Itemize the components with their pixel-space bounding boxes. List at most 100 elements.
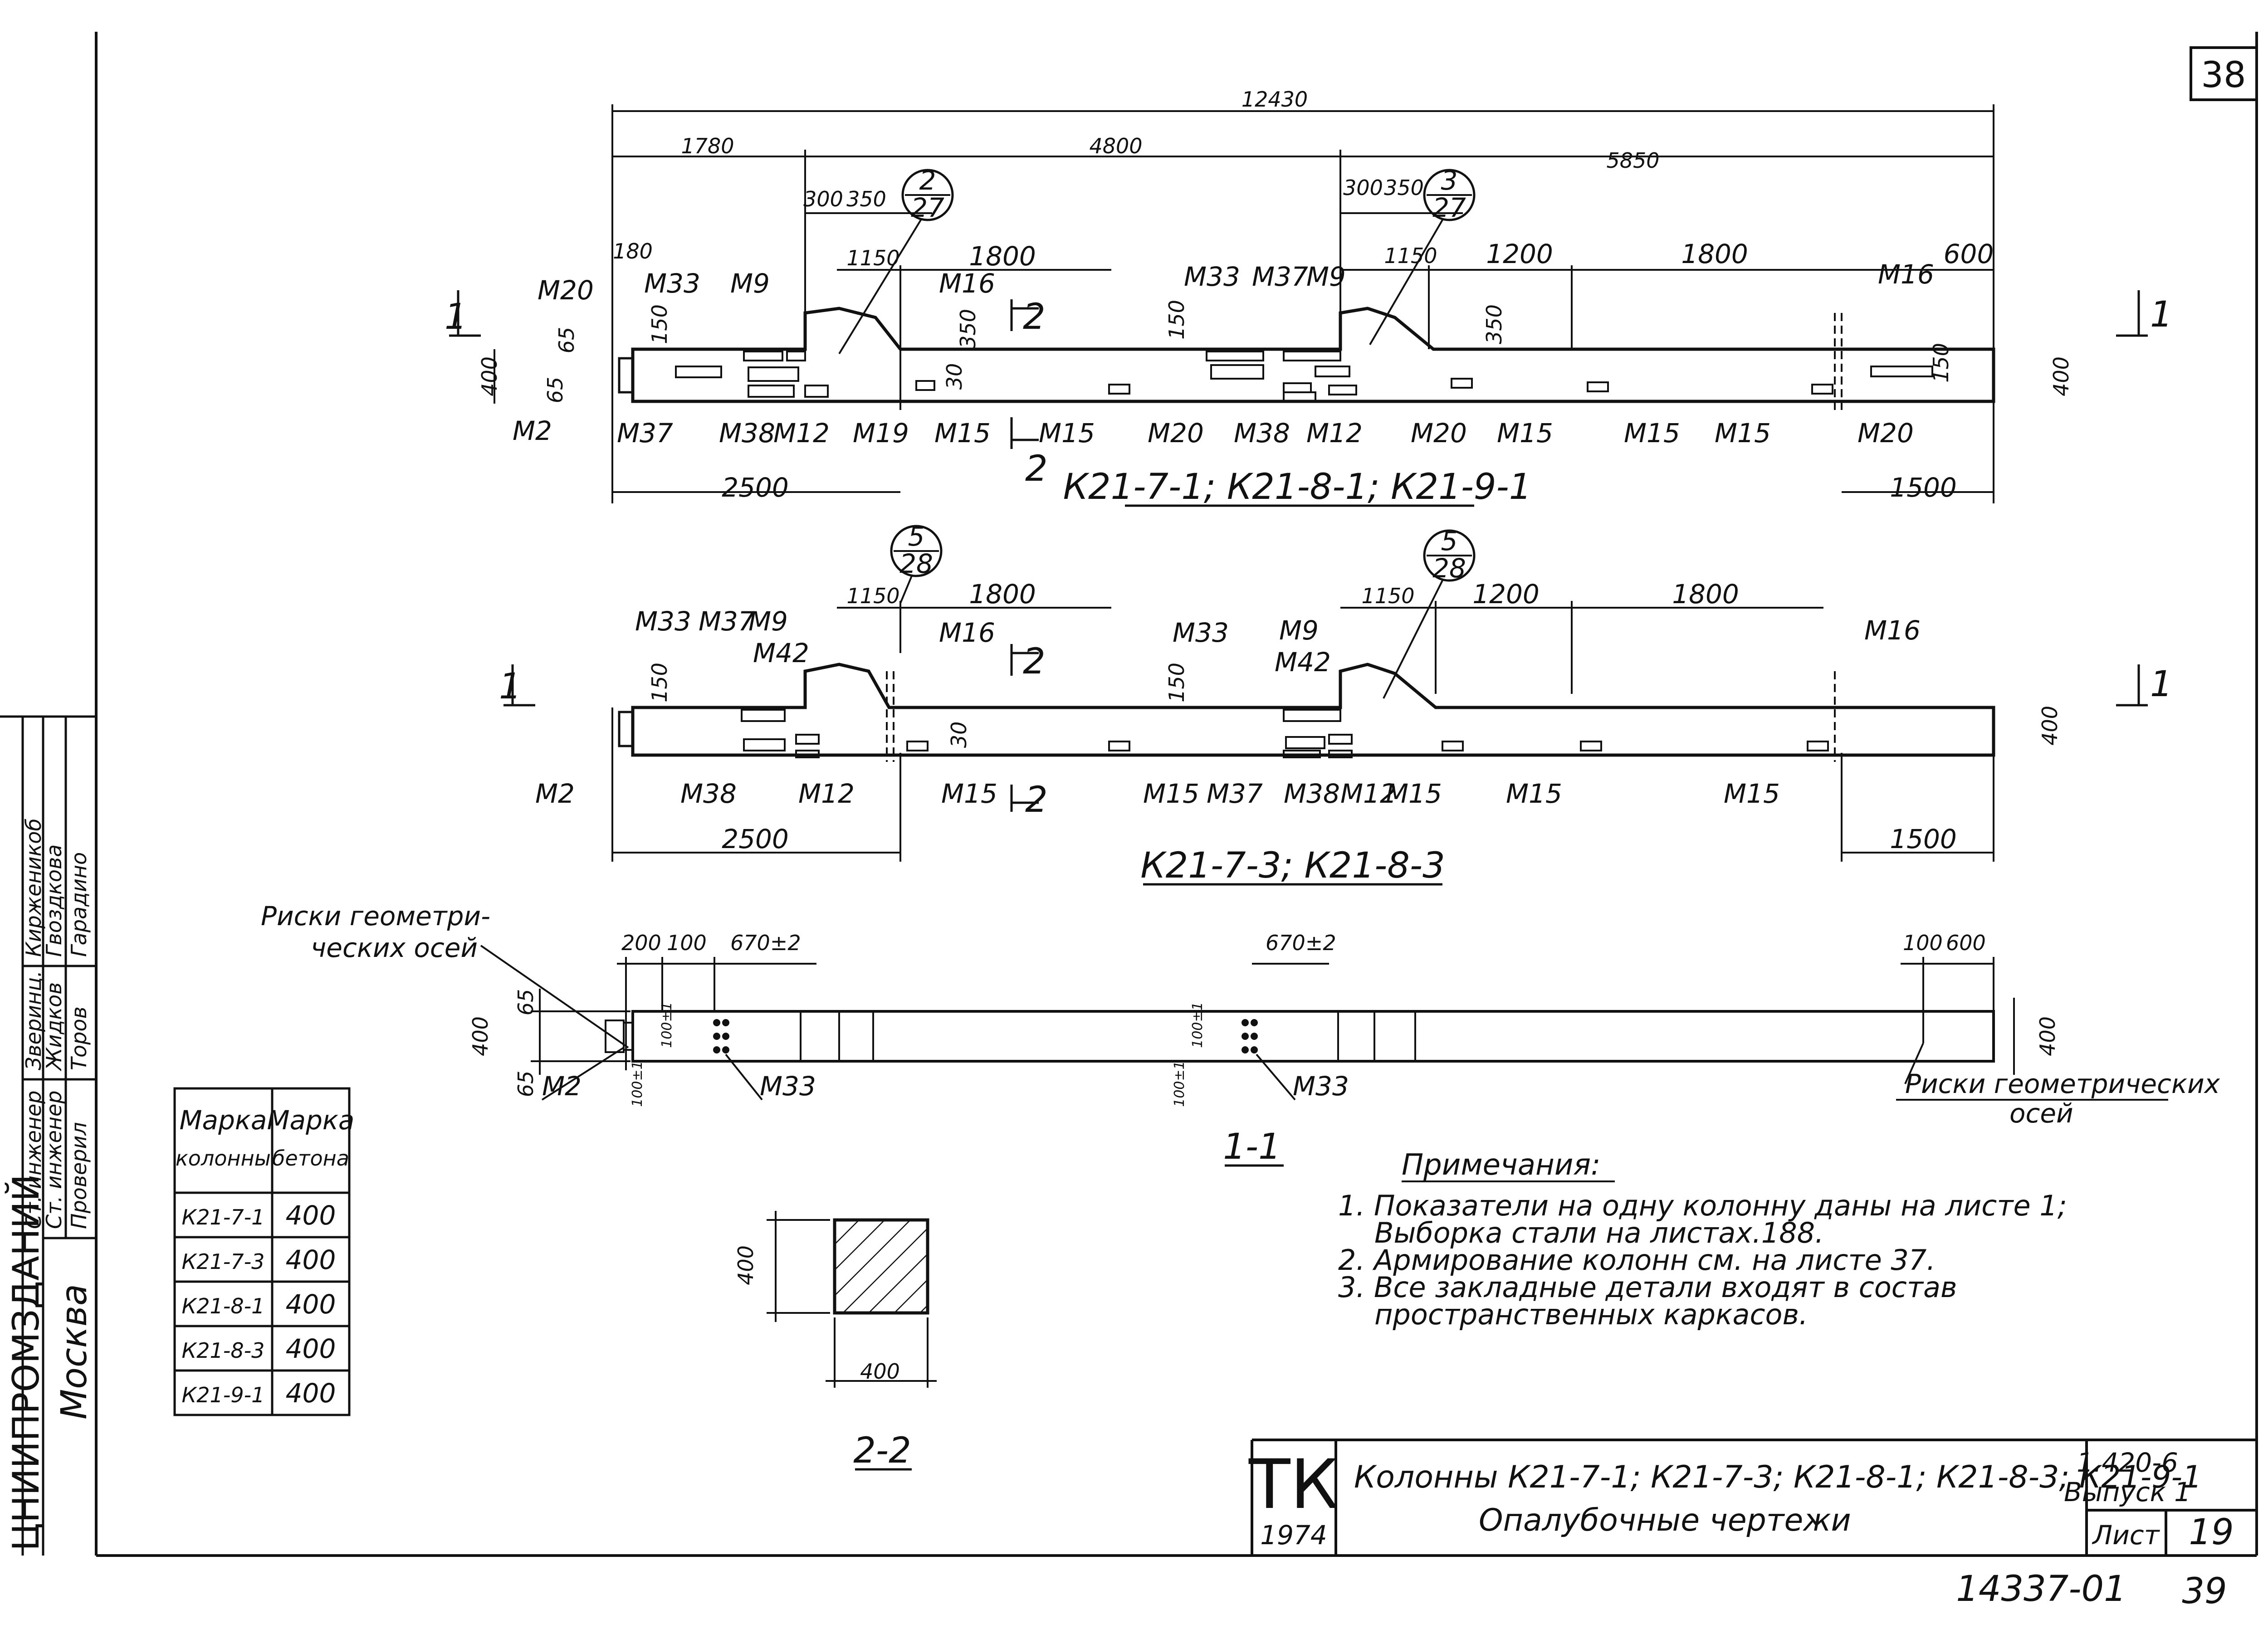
svg-text:2: 2	[919, 165, 936, 196]
dim-65-b: 65	[543, 377, 567, 404]
label2-m16: М16	[939, 617, 995, 648]
elevation-2: 1150 1800 1150 1200 1800 150 30 150 400 …	[499, 521, 2173, 886]
label-m38-b: М38	[1234, 418, 1290, 449]
table-row-3-mark: К21-8-1	[182, 1294, 265, 1318]
label-m15-e: М15	[1715, 418, 1771, 449]
dim-180: 180	[613, 239, 653, 263]
svg-text:5: 5	[908, 521, 925, 552]
role-1: Ст. инженер	[21, 1091, 46, 1229]
plan-outline	[631, 1010, 1995, 1063]
role-3: Проверил	[67, 1122, 91, 1229]
dim2-1500: 1500	[1890, 824, 1957, 854]
section-mark-1-1	[449, 290, 2148, 449]
label-m20-d: М20	[1857, 418, 1914, 449]
label-m15-a: М15	[934, 418, 991, 449]
callout-3-27: 3 27	[1369, 165, 1476, 346]
table-header-mark-2: колонны	[176, 1146, 271, 1171]
issue-label: Выпуск 1	[2064, 1477, 2191, 1507]
plan-lines	[531, 957, 2015, 1084]
signature-2: Жидков	[42, 982, 66, 1072]
dim-1800-b: 1800	[1681, 239, 1748, 269]
dim11-100-1-a: 100±1	[659, 1002, 675, 1048]
label-m37-bottom: М37	[617, 418, 673, 449]
note-2: 2. Армирование колонн см. на листе 37.	[1338, 1244, 1936, 1277]
label2-m15-e: М15	[1724, 778, 1780, 809]
table-row-3-grade: 400	[286, 1289, 336, 1320]
dim-1500: 1500	[1890, 472, 1957, 503]
elevation-2-title: К21-7-3; К21-8-3	[1140, 845, 1445, 886]
plan-end-block	[623, 1022, 634, 1051]
elevation-1: 12430 1780 4800 5850 300 350 1150 1800 3…	[445, 87, 2173, 507]
label2-m16-b: М16	[1864, 615, 1921, 646]
name-2: Гвоздкова	[42, 844, 66, 957]
geo-axes-right-2: осей	[2009, 1098, 2073, 1129]
table-row-5-grade: 400	[286, 1378, 336, 1409]
label-m2: М2	[513, 415, 552, 446]
dim22-h: 400	[860, 1359, 900, 1384]
section-mark-2-top: 2	[1023, 297, 1046, 337]
label-m33-b: М33	[1184, 261, 1240, 292]
dim11-100-1-c: 100±1	[1190, 1002, 1206, 1048]
notes-heading: Примечания:	[1402, 1148, 1601, 1182]
label2-m15-b: М15	[1143, 778, 1199, 809]
dim11-65-b: 65	[513, 1071, 538, 1097]
dim-150-b: 150	[1164, 300, 1189, 340]
role-2: Ст. инженер	[42, 1091, 66, 1229]
dim2-1200: 1200	[1472, 579, 1540, 610]
label-m15-d: М15	[1624, 418, 1680, 449]
dim11-600: 600	[1946, 931, 1986, 955]
section-mark-right: 1	[2150, 294, 2173, 335]
column-end-plate-2	[618, 711, 634, 747]
dim-400-left: 400	[477, 356, 502, 396]
dim11-100-a: 100	[667, 931, 707, 955]
section-marks-2	[503, 644, 2148, 812]
tk-mark: ТК	[1248, 1445, 1339, 1524]
table-row-2-mark: К21-7-3	[182, 1249, 265, 1274]
geo-axes-left-1: Риски геометри-	[261, 901, 490, 932]
label2-m33-b: М33	[1173, 617, 1229, 648]
dim2-1800-b: 1800	[1672, 579, 1739, 610]
dim2-30: 30	[947, 722, 971, 748]
section-mark-2-2-bottom: 2	[1025, 780, 1048, 820]
institute-name: ЦНИИПРОМЗДАНИЙ	[5, 1174, 47, 1551]
svg-text:28: 28	[899, 548, 933, 579]
table-row-4-mark: К21-8-3	[182, 1338, 265, 1363]
note-3-cont: пространственных каркасов.	[1374, 1298, 1808, 1331]
column-end-plate-1	[618, 357, 634, 394]
label-m38: М38	[719, 418, 775, 449]
dim-4800: 4800	[1089, 134, 1142, 158]
label2-m42: М42	[753, 638, 809, 668]
dim-1150-b: 1150	[1384, 244, 1437, 268]
label2-m42-b: М42	[1275, 647, 1331, 678]
archive-page: 39	[2182, 1571, 2227, 1612]
svg-text:3: 3	[1441, 165, 1458, 196]
dim-1800-a: 1800	[969, 241, 1036, 272]
label-m20-c: М20	[1411, 418, 1467, 449]
elevation-2-dimension-lines	[611, 601, 1994, 862]
geo-axes-left-2: ческих осей	[311, 932, 478, 963]
dim-2500: 2500	[722, 472, 789, 503]
title-block: ТК 1974 Колонны К21-7-1; К21-7-3; К21-8-…	[1248, 1439, 2257, 1556]
section-2-2: 400 400 2-2	[733, 1211, 937, 1471]
section-mark-2-2: 2	[1023, 641, 1046, 682]
label2-m12: М12	[798, 778, 855, 809]
title-line-1: Колонны К21-7-1; К21-7-3; К21-8-1; К21-8…	[1354, 1459, 2202, 1495]
callout-5-28-a: 5 28	[890, 521, 943, 604]
label-m15-b: М15	[1039, 418, 1095, 449]
sheet-frame	[95, 32, 2258, 1557]
note-1: 1. Показатели на одну колонну даны на ли…	[1338, 1189, 2067, 1222]
section-1-1: Риски геометри- ческих осей	[261, 901, 2220, 1167]
dim2-2500: 2500	[722, 824, 789, 854]
section-2-2-hatch	[833, 1218, 929, 1315]
dim-65-a: 65	[554, 327, 579, 354]
table-row-1-mark: К21-7-1	[182, 1205, 265, 1229]
table-header-mark-1: Марка	[180, 1105, 267, 1136]
label-m37: М37	[1252, 261, 1308, 292]
dim2-400: 400	[2038, 706, 2062, 746]
dim-600: 600	[1944, 239, 1994, 269]
label2-m15-d: М15	[1506, 778, 1562, 809]
dim2-1150-b: 1150	[1361, 584, 1414, 608]
note-1-cont: Выборка стали на листах.188.	[1374, 1216, 1824, 1249]
callout-2-27: 2 27	[838, 165, 954, 355]
label-m12: М12	[773, 418, 830, 449]
